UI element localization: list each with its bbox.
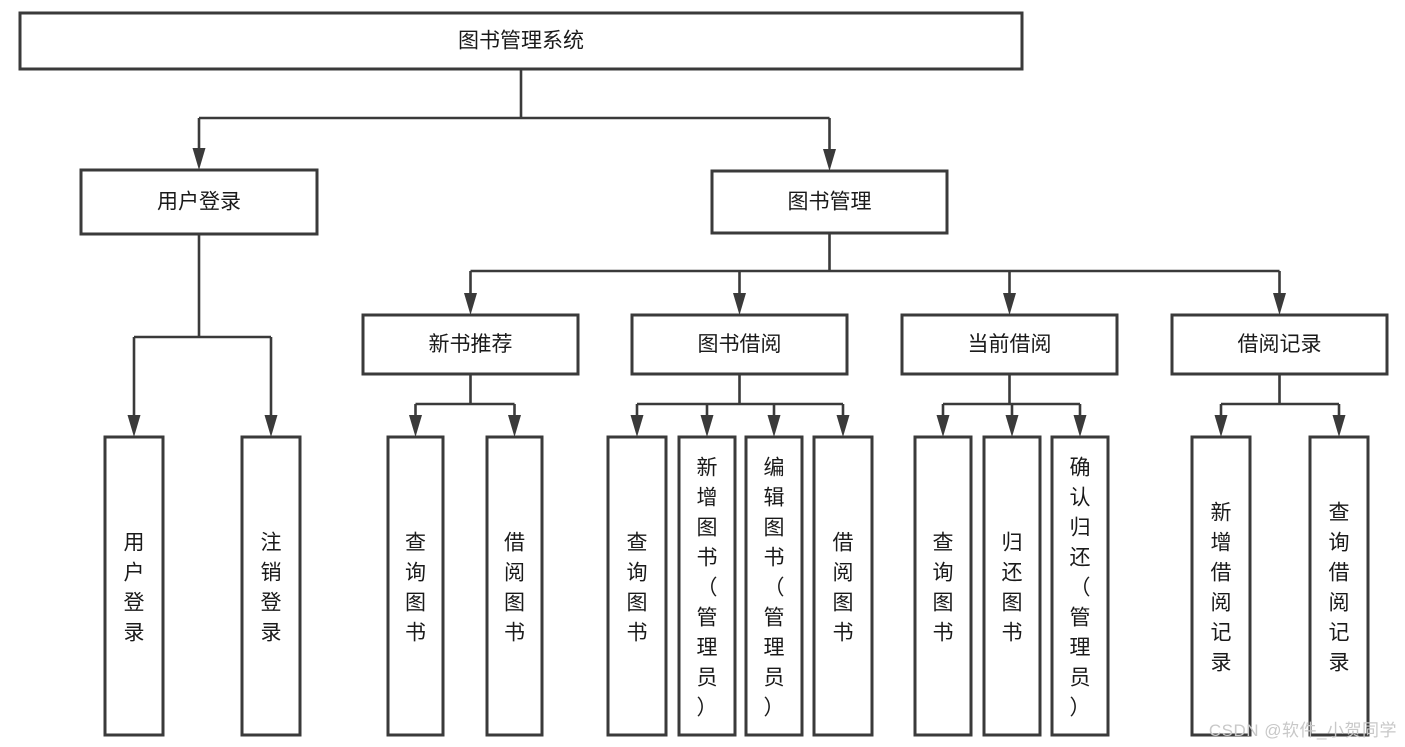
arrow-head-icon [264, 415, 278, 437]
arrow-head-icon [630, 415, 644, 437]
diagram-node[interactable]: 编辑图书（管理员） [744, 435, 804, 737]
arrow-head-icon [1073, 415, 1087, 437]
node-label: 查询借阅记录 [1329, 501, 1350, 674]
connector-group [192, 69, 836, 171]
node-label: 注销登录 [261, 531, 282, 644]
node-box[interactable] [1308, 435, 1370, 737]
node-box[interactable] [677, 435, 737, 737]
diagram-node[interactable]: 图书借阅 [630, 313, 849, 376]
connector-layer [127, 69, 1346, 437]
arrow-head-icon [823, 149, 836, 171]
node-label: 当前借阅 [968, 333, 1052, 356]
csdn-watermark: CSDN @软件_小贺同学 [1208, 721, 1397, 740]
node-box[interactable] [710, 169, 949, 235]
diagram-node[interactable]: 查询借阅记录 [1308, 435, 1370, 737]
node-layer: 图书管理系统用户登录图书管理新书推荐图书借阅当前借阅借阅记录用户登录注销登录查询… [18, 11, 1389, 737]
arrow-head-icon [464, 293, 477, 315]
connector-group [1214, 374, 1346, 437]
node-label: 图书管理 [788, 191, 872, 214]
diagram-node[interactable]: 归还图书 [982, 435, 1042, 737]
node-label: 新书推荐 [429, 333, 513, 356]
diagram-node[interactable]: 查询图书 [386, 435, 445, 737]
diagram-node[interactable]: 用户登录 [103, 435, 165, 737]
node-label: 查询图书 [627, 531, 648, 644]
node-label: 用户登录 [124, 531, 145, 644]
connector-group [127, 234, 278, 437]
diagram-node[interactable]: 用户登录 [79, 168, 319, 236]
arrow-head-icon [733, 293, 746, 315]
node-label: 图书管理系统 [458, 30, 584, 53]
node-label: 新增借阅记录 [1211, 501, 1232, 674]
node-box[interactable] [103, 435, 165, 737]
node-label: 借阅记录 [1238, 333, 1322, 356]
diagram-node[interactable]: 图书管理系统 [18, 11, 1024, 71]
diagram-node[interactable]: 查询图书 [606, 435, 668, 737]
diagram-node[interactable]: 新增图书（管理员） [677, 435, 737, 737]
node-box[interactable] [1190, 435, 1252, 737]
diagram-node[interactable]: 新增借阅记录 [1190, 435, 1252, 737]
node-box[interactable] [79, 168, 319, 236]
node-box[interactable] [982, 435, 1042, 737]
node-box[interactable] [913, 435, 973, 737]
arrow-head-icon [127, 415, 141, 437]
diagram-node[interactable]: 当前借阅 [900, 313, 1119, 376]
connector-group [409, 374, 521, 437]
diagram-node[interactable]: 注销登录 [240, 435, 302, 737]
arrow-head-icon [1332, 415, 1346, 437]
arrow-head-icon [700, 415, 714, 437]
arrow-head-icon [1273, 293, 1286, 315]
node-label: 新增图书（管理员） [697, 456, 718, 719]
node-box[interactable] [18, 11, 1024, 71]
node-label: 借阅图书 [504, 531, 525, 644]
diagram-node[interactable]: 图书管理 [710, 169, 949, 235]
arrow-head-icon [1005, 415, 1019, 437]
diagram-node[interactable]: 借阅图书 [485, 435, 544, 737]
node-label: 查询图书 [933, 531, 954, 644]
diagram-node[interactable]: 借阅记录 [1170, 313, 1389, 376]
connector-group [630, 374, 850, 437]
connector-group [464, 233, 1286, 315]
arrow-head-icon [508, 415, 521, 437]
node-box[interactable] [361, 313, 580, 376]
node-box[interactable] [630, 313, 849, 376]
node-box[interactable] [606, 435, 668, 737]
node-box[interactable] [485, 435, 544, 737]
node-box[interactable] [1170, 313, 1389, 376]
arrow-head-icon [936, 415, 950, 437]
node-label: 查询图书 [405, 531, 426, 644]
node-label: 借阅图书 [833, 531, 854, 644]
arrow-head-icon [409, 415, 422, 437]
node-box[interactable] [812, 435, 874, 737]
node-box[interactable] [1050, 435, 1110, 737]
node-box[interactable] [386, 435, 445, 737]
node-box[interactable] [240, 435, 302, 737]
connector-group [936, 374, 1087, 437]
arrow-head-icon [192, 148, 206, 170]
diagram-node[interactable]: 新书推荐 [361, 313, 580, 376]
diagram-node[interactable]: 查询图书 [913, 435, 973, 737]
arrow-head-icon [836, 415, 850, 437]
arrow-head-icon [767, 415, 781, 437]
node-box[interactable] [900, 313, 1119, 376]
node-label: 确认归还（管理员） [1070, 456, 1091, 719]
arrow-head-icon [1003, 293, 1016, 315]
node-label: 归还图书 [1002, 531, 1023, 644]
node-box[interactable] [744, 435, 804, 737]
diagram-node[interactable]: 确认归还（管理员） [1050, 435, 1110, 737]
arrow-head-icon [1214, 415, 1228, 437]
diagram-node[interactable]: 借阅图书 [812, 435, 874, 737]
node-label: 图书借阅 [698, 333, 782, 356]
node-label: 编辑图书（管理员） [764, 456, 785, 719]
node-label: 用户登录 [157, 191, 241, 214]
